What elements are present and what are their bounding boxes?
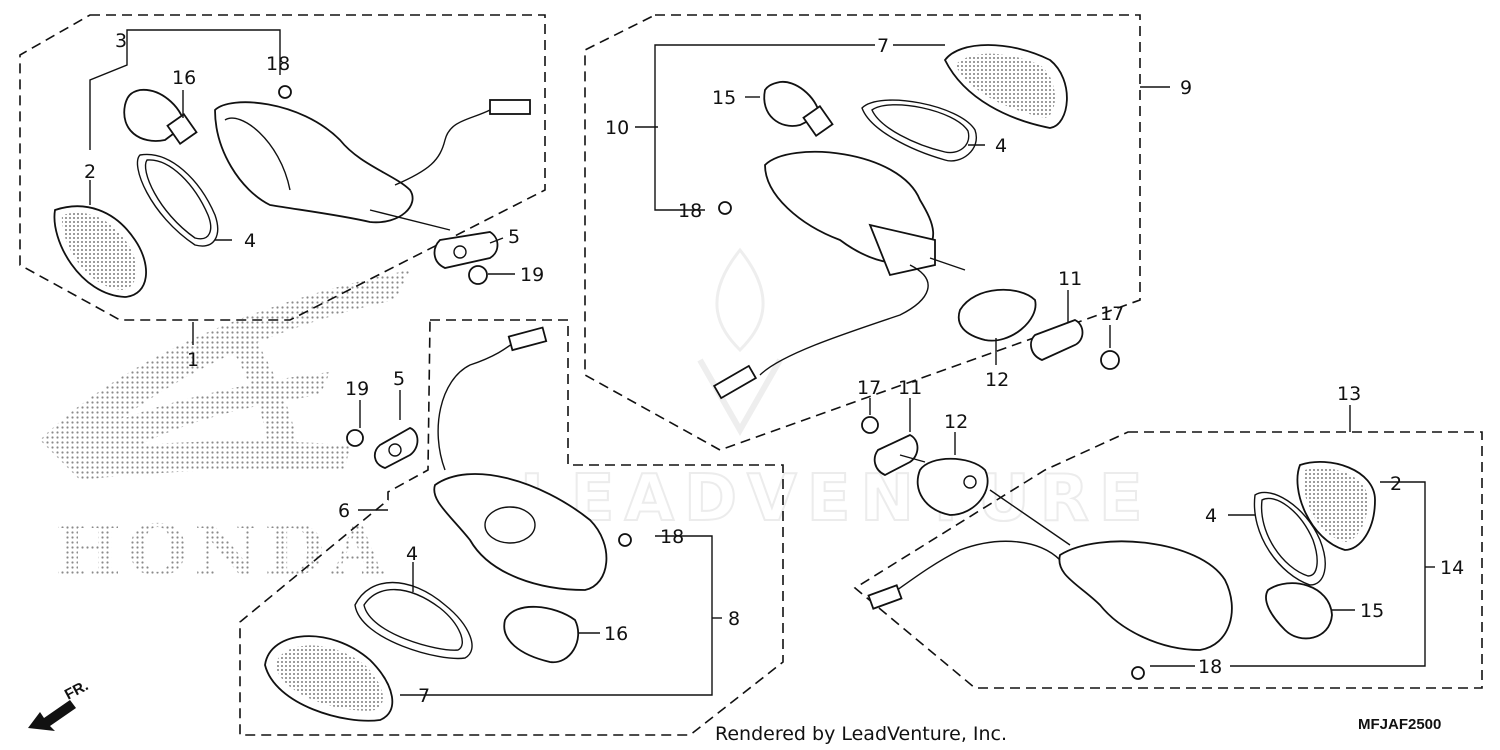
bulb-part-15-bottom [1265, 582, 1333, 640]
screw-part-18-bottom [618, 533, 632, 547]
callout-14: 14 [1440, 557, 1464, 579]
watermark-text: LEADVENTURE [520, 462, 1153, 536]
callout-9: 9 [1180, 77, 1192, 99]
assembly-1-boundary [19, 14, 546, 321]
callout-6: 6 [338, 500, 350, 522]
callout-4: 4 [995, 135, 1007, 157]
render-credit: Rendered by LeadVenture, Inc. [715, 723, 1007, 745]
plate-part-11-bottom [873, 433, 919, 477]
honda-logo-text: HONDA [55, 509, 391, 592]
bulb-part-16-bottom [503, 605, 580, 663]
connector-plug-bottom [507, 326, 548, 352]
watermark-flame-icon [697, 247, 783, 437]
callout-16: 16 [604, 623, 628, 645]
screw-part-18-top [718, 201, 732, 215]
callout-16: 16 [172, 67, 196, 89]
callout-7: 7 [418, 685, 430, 707]
callout-18: 18 [1198, 656, 1222, 678]
rubber-part-12-top [957, 288, 1037, 342]
front-direction-arrow-icon: FR. [28, 677, 91, 731]
connector-plug-right [867, 584, 903, 610]
callout-15: 15 [1360, 600, 1384, 622]
assembly-6-parts [264, 326, 632, 722]
screw-part-18-right [1131, 666, 1145, 680]
nut-part-17-top [1100, 350, 1120, 370]
drawing-code: MFJAF2500 [1358, 716, 1441, 733]
callout-3: 3 [115, 30, 127, 52]
callout-19: 19 [345, 378, 369, 400]
gasket-part-4-right [1253, 491, 1326, 586]
callout-12: 12 [985, 369, 1009, 391]
nut-part-19-bottom [346, 429, 364, 447]
gasket-part-4 [136, 153, 219, 247]
nut-part-19 [468, 265, 488, 285]
callout-18: 18 [660, 526, 684, 548]
assembly-9-parts [712, 44, 1120, 400]
gasket-part-4-bottom [354, 581, 473, 660]
signal-housing-part-1 [214, 101, 414, 224]
assembly-9-boundary [584, 14, 1141, 451]
screw-part-18 [278, 85, 292, 99]
callout-17: 17 [857, 377, 881, 399]
callout-18: 18 [266, 53, 290, 75]
honda-wing-logo: HONDA [40, 270, 410, 592]
callout-5: 5 [508, 226, 520, 248]
callout-10: 10 [605, 117, 629, 139]
callout-labels: 1 2 2 3 4 4 4 4 5 5 6 7 7 8 9 10 11 11 1… [84, 30, 1464, 707]
callout-12: 12 [944, 411, 968, 433]
callout-18: 18 [678, 200, 702, 222]
callout-4: 4 [1205, 505, 1217, 527]
rubber-part-12-bottom [916, 457, 989, 516]
callout-13: 13 [1337, 383, 1361, 405]
callout-8: 8 [728, 608, 740, 630]
plate-part-11-top [1030, 319, 1084, 361]
callout-7: 7 [877, 35, 889, 57]
callout-17: 17 [1100, 303, 1124, 325]
callout-15: 15 [712, 87, 736, 109]
callout-2: 2 [1390, 473, 1402, 495]
callout-19: 19 [520, 264, 544, 286]
callout-4: 4 [406, 543, 418, 565]
callout-11: 11 [898, 377, 922, 399]
assembly-13-parts [861, 416, 1376, 680]
front-direction-label: FR. [62, 677, 91, 703]
callout-4: 4 [244, 230, 256, 252]
callout-11: 11 [1058, 268, 1082, 290]
callout-2: 2 [84, 161, 96, 183]
assembly-13-boundary [853, 431, 1483, 689]
signal-housing-part-13 [1058, 540, 1233, 651]
leader-lines [89, 29, 1435, 696]
plate-part-5-bottom [374, 427, 419, 469]
gasket-part-4-top [861, 99, 978, 162]
assembly-6-boundary [239, 319, 784, 736]
connector-plug [489, 99, 531, 115]
signal-housing-part-6 [433, 473, 608, 591]
connector-plug-top [712, 364, 758, 400]
callout-5: 5 [393, 368, 405, 390]
assembly-1-parts [53, 85, 531, 298]
nut-part-17-bottom [861, 416, 879, 434]
callout-1: 1 [187, 349, 199, 371]
